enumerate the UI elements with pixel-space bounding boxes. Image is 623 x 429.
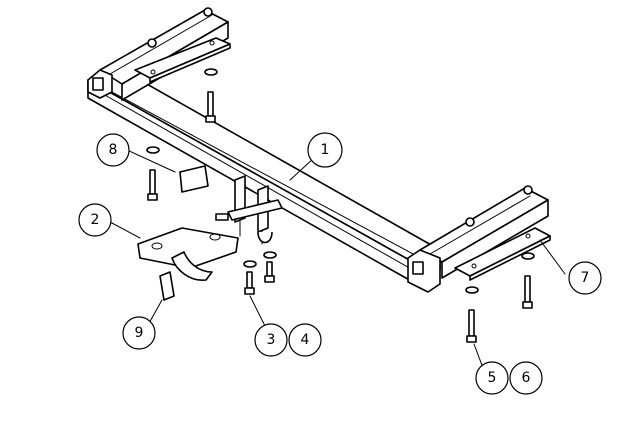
label-plate-8 [146,146,209,201]
callout-8-label: 8 [109,142,118,158]
callout-5: 5 [475,361,509,395]
right-side-plate [454,227,551,281]
left-bolt [204,68,218,123]
callout-1-label: 1 [321,142,330,158]
callout-6-label: 6 [522,370,531,386]
right-bolts [465,252,535,343]
callout-2: 2 [78,203,112,237]
callout-4-label: 4 [301,332,310,348]
callout-9: 9 [122,316,156,350]
right-side-arm [407,185,549,293]
callout-8: 8 [96,133,130,167]
callout-4: 4 [288,323,322,357]
plate-9 [159,271,175,301]
bolts-3-4 [243,251,277,295]
left-side-plate [134,37,231,83]
callout-7-label: 7 [581,270,590,286]
callout-2-label: 2 [91,212,100,228]
ball-mount-2 [137,227,239,281]
callout-3-label: 3 [267,332,276,348]
center-bracket [215,175,283,245]
callout-3: 3 [254,323,288,357]
leader-lines [109,149,566,369]
callout-5-label: 5 [488,370,497,386]
callout-6: 6 [509,361,543,395]
callout-1: 1 [307,132,343,168]
callout-7: 7 [568,261,602,295]
callout-9-label: 9 [135,325,144,341]
